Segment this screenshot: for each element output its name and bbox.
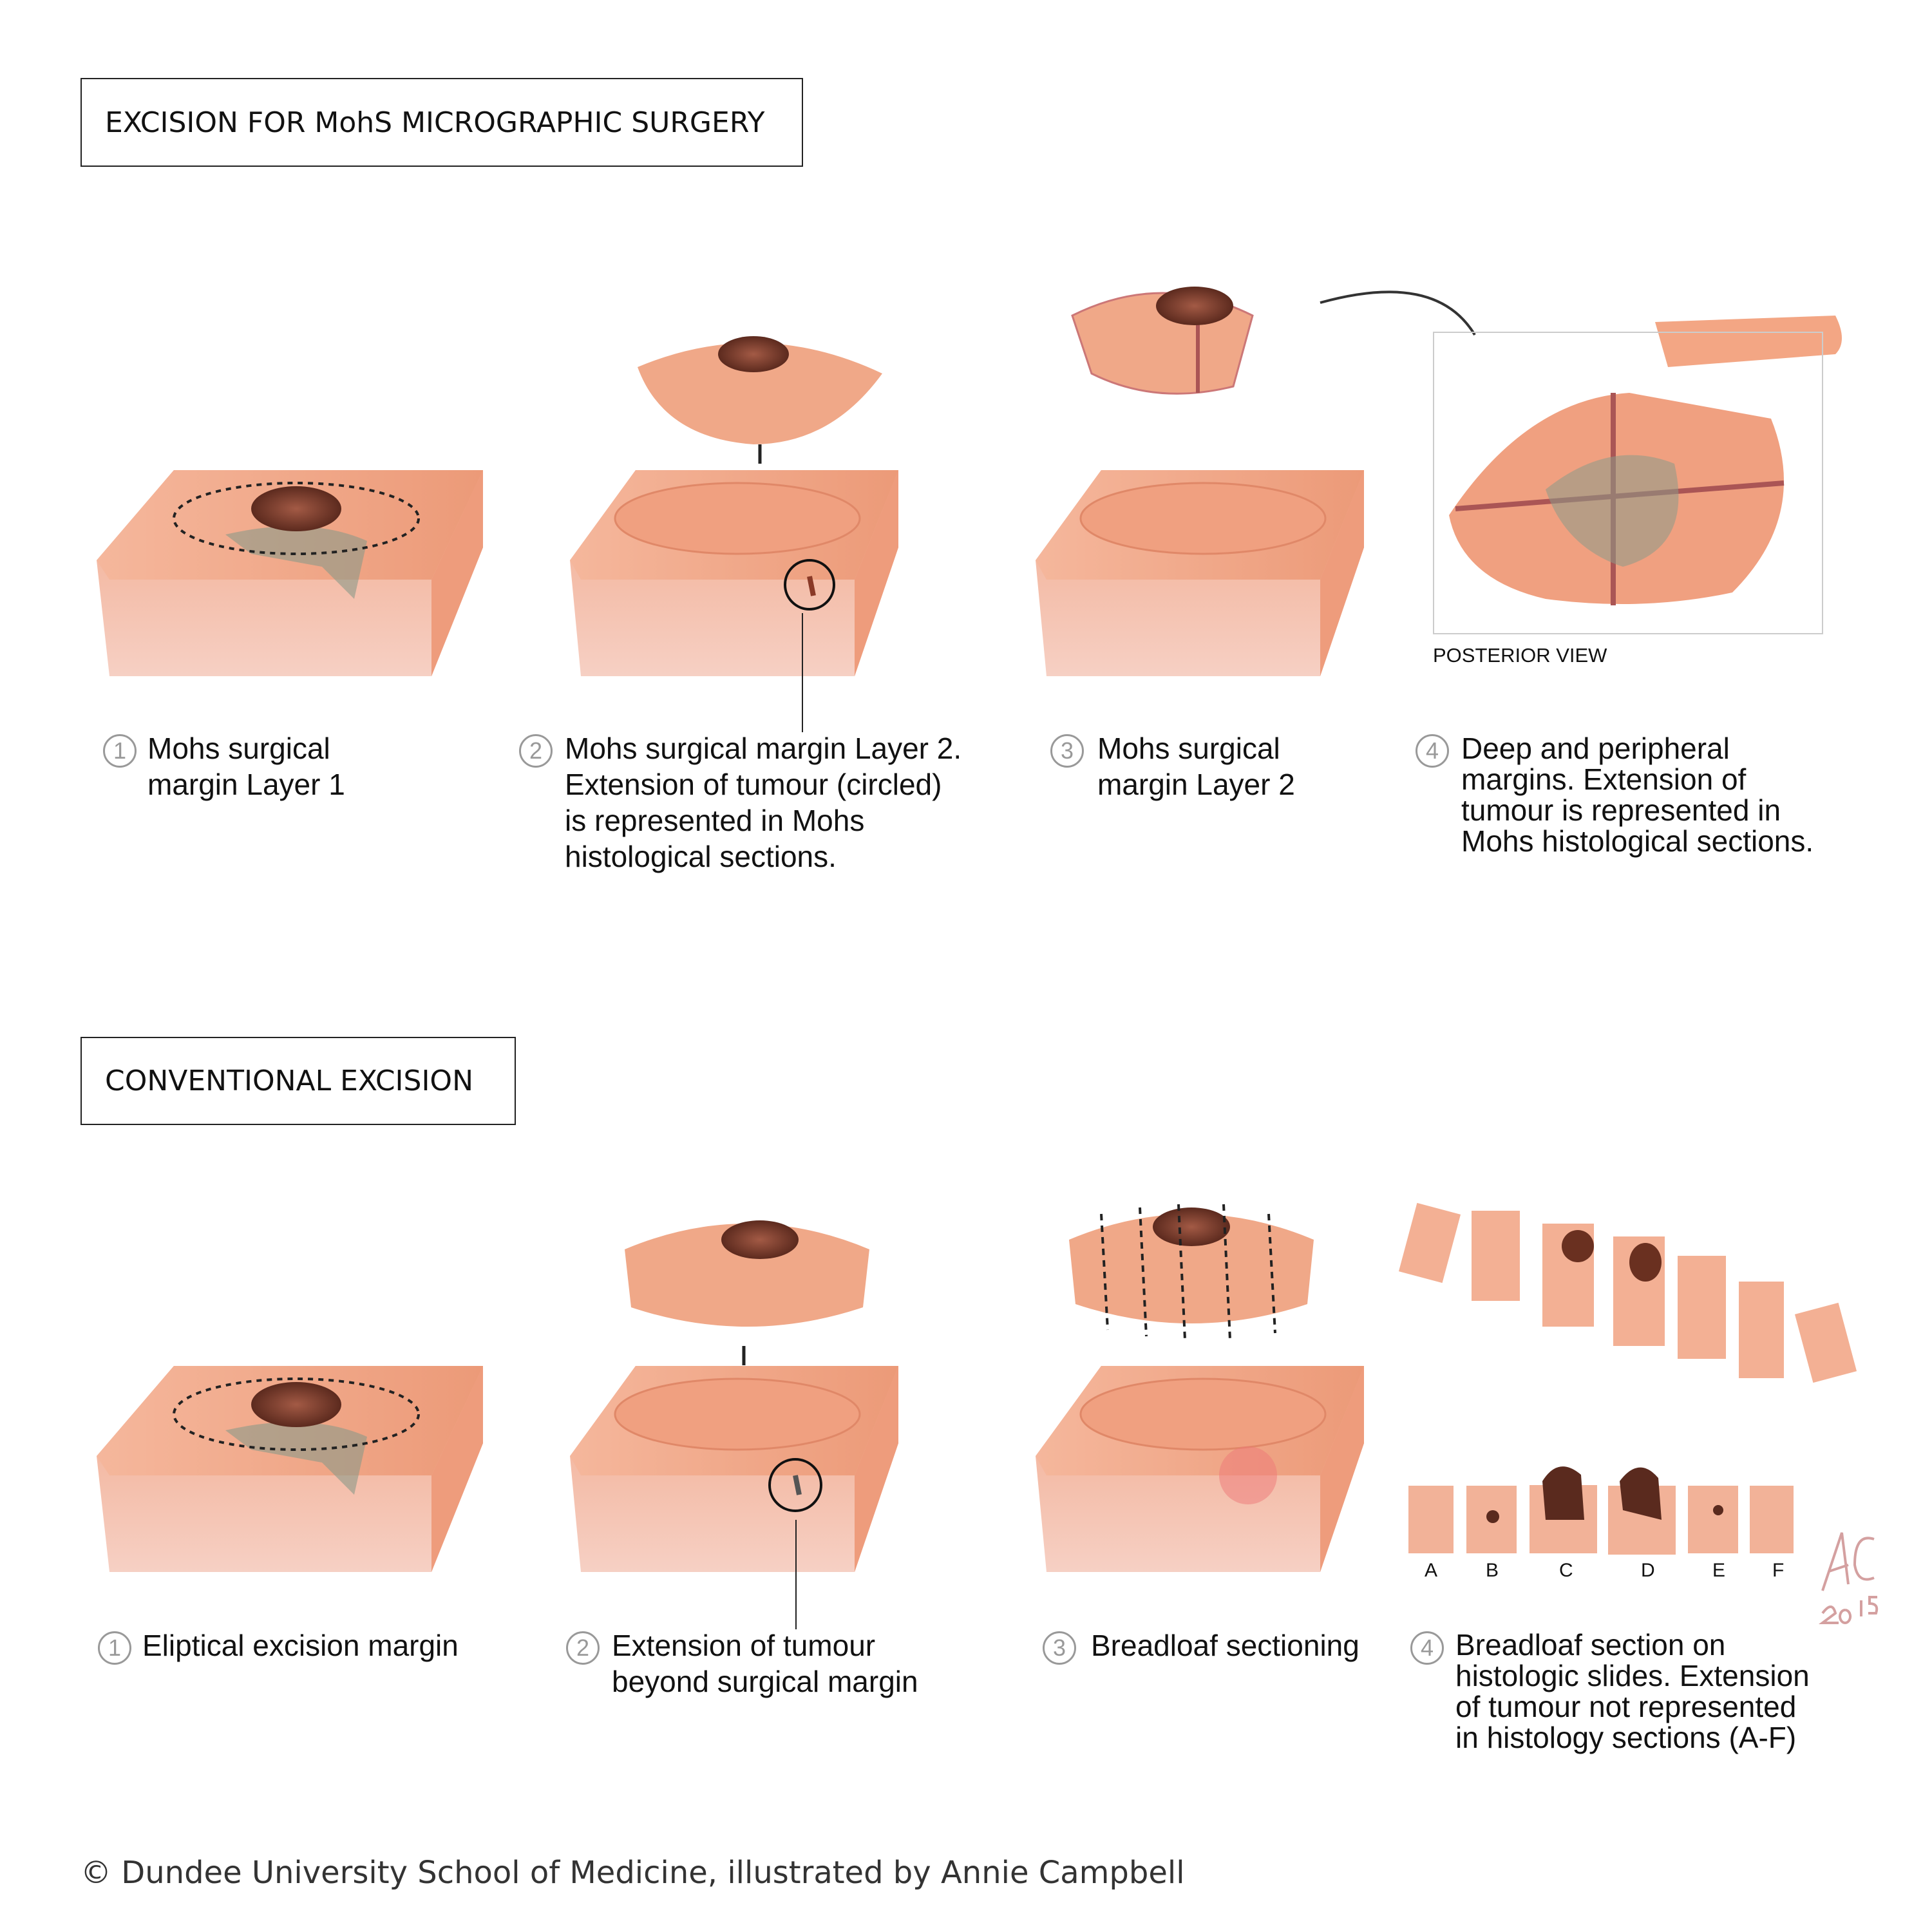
conventional-step-1-caption: Eliptical excision margin bbox=[142, 1627, 459, 1663]
conventional-title-text: CONVENTIONAL EXCISION bbox=[105, 1065, 473, 1097]
conventional-lifted-specimen bbox=[625, 1220, 869, 1365]
step-number-badge: 4 bbox=[1410, 1631, 1444, 1665]
mohs-block-3 bbox=[1036, 470, 1364, 676]
mohs-quartered-layer bbox=[1071, 287, 1254, 395]
conventional-section-title: CONVENTIONAL EXCISION bbox=[80, 1037, 516, 1125]
conventional-block-1 bbox=[97, 1366, 483, 1572]
step-number-badge: 1 bbox=[103, 734, 137, 768]
caption-line: Mohs histological sections. bbox=[1461, 824, 1814, 858]
step-number-badge: 4 bbox=[1416, 734, 1449, 768]
copyright-notice: © Dundee University School of Medicine, … bbox=[80, 1855, 1185, 1891]
caption-line: in histology sections (A-F) bbox=[1455, 1721, 1797, 1754]
callout-line-mohs bbox=[802, 613, 803, 732]
posterior-arrow bbox=[1320, 290, 1476, 336]
mohs-block-2 bbox=[570, 470, 898, 676]
caption-line: histological sections. bbox=[565, 840, 837, 873]
step-number-badge: 2 bbox=[519, 734, 553, 768]
slide-label-c: C bbox=[1559, 1560, 1573, 1581]
slide-label-a: A bbox=[1425, 1560, 1438, 1581]
conventional-step-3-caption: Breadloaf sectioning bbox=[1091, 1627, 1359, 1663]
caption-line: Deep and peripheral bbox=[1461, 732, 1730, 765]
caption-line: Breadloaf section on bbox=[1455, 1628, 1726, 1662]
mohs-step-2-caption: Mohs surgical margin Layer 2.Extension o… bbox=[565, 730, 961, 875]
caption-line: Breadloaf sectioning bbox=[1091, 1629, 1359, 1662]
signature-mark bbox=[1819, 1532, 1879, 1624]
slide-label-d: D bbox=[1641, 1560, 1655, 1581]
posterior-view-frame bbox=[1433, 332, 1823, 634]
caption-line: Extension of tumour bbox=[612, 1629, 876, 1662]
caption-line: tumour is represented in bbox=[1461, 793, 1781, 827]
breadloaf-specimen bbox=[1069, 1204, 1314, 1340]
caption-line: Eliptical excision margin bbox=[142, 1629, 459, 1662]
conventional-block-2 bbox=[570, 1366, 898, 1572]
caption-line: Mohs surgical bbox=[147, 732, 330, 765]
callout-line-conventional bbox=[795, 1520, 797, 1629]
step-number-badge: 3 bbox=[1043, 1631, 1076, 1665]
slide-label-e: E bbox=[1712, 1560, 1726, 1581]
caption-line: Mohs surgical margin Layer 2. bbox=[565, 732, 962, 765]
caption-line: Extension of tumour (circled) bbox=[565, 768, 942, 801]
histology-slides bbox=[1408, 1466, 1794, 1555]
step-number-badge: 2 bbox=[566, 1631, 600, 1665]
caption-line: is represented in Mohs bbox=[565, 804, 865, 837]
step-number-badge: 1 bbox=[98, 1631, 131, 1665]
caption-line: margin Layer 2 bbox=[1097, 768, 1295, 801]
caption-line: of tumour not represented bbox=[1455, 1690, 1797, 1723]
mohs-lifted-layer-2 bbox=[638, 336, 882, 464]
caption-line: beyond surgical margin bbox=[612, 1665, 918, 1698]
step-number-badge: 3 bbox=[1050, 734, 1084, 768]
caption-line: margins. Extension of bbox=[1461, 762, 1747, 796]
slide-label-f: F bbox=[1772, 1560, 1785, 1581]
breadloaf-slices bbox=[1398, 1202, 1857, 1383]
caption-line: Mohs surgical bbox=[1097, 732, 1280, 765]
mohs-section-title: EXCISION FOR MohS MICROGRAPHIC SURGERY bbox=[80, 78, 803, 167]
posterior-view-illustration bbox=[1449, 316, 1842, 605]
posterior-view-label: POSTERIOR VIEW bbox=[1433, 644, 1607, 667]
conventional-block-3 bbox=[1036, 1366, 1364, 1572]
caption-line: margin Layer 1 bbox=[147, 768, 345, 801]
mohs-title-text: EXCISION FOR MohS MICROGRAPHIC SURGERY bbox=[105, 106, 765, 139]
mohs-block-1 bbox=[97, 470, 483, 676]
caption-line: histologic slides. Extension bbox=[1455, 1659, 1810, 1692]
slide-label-b: B bbox=[1486, 1560, 1499, 1581]
